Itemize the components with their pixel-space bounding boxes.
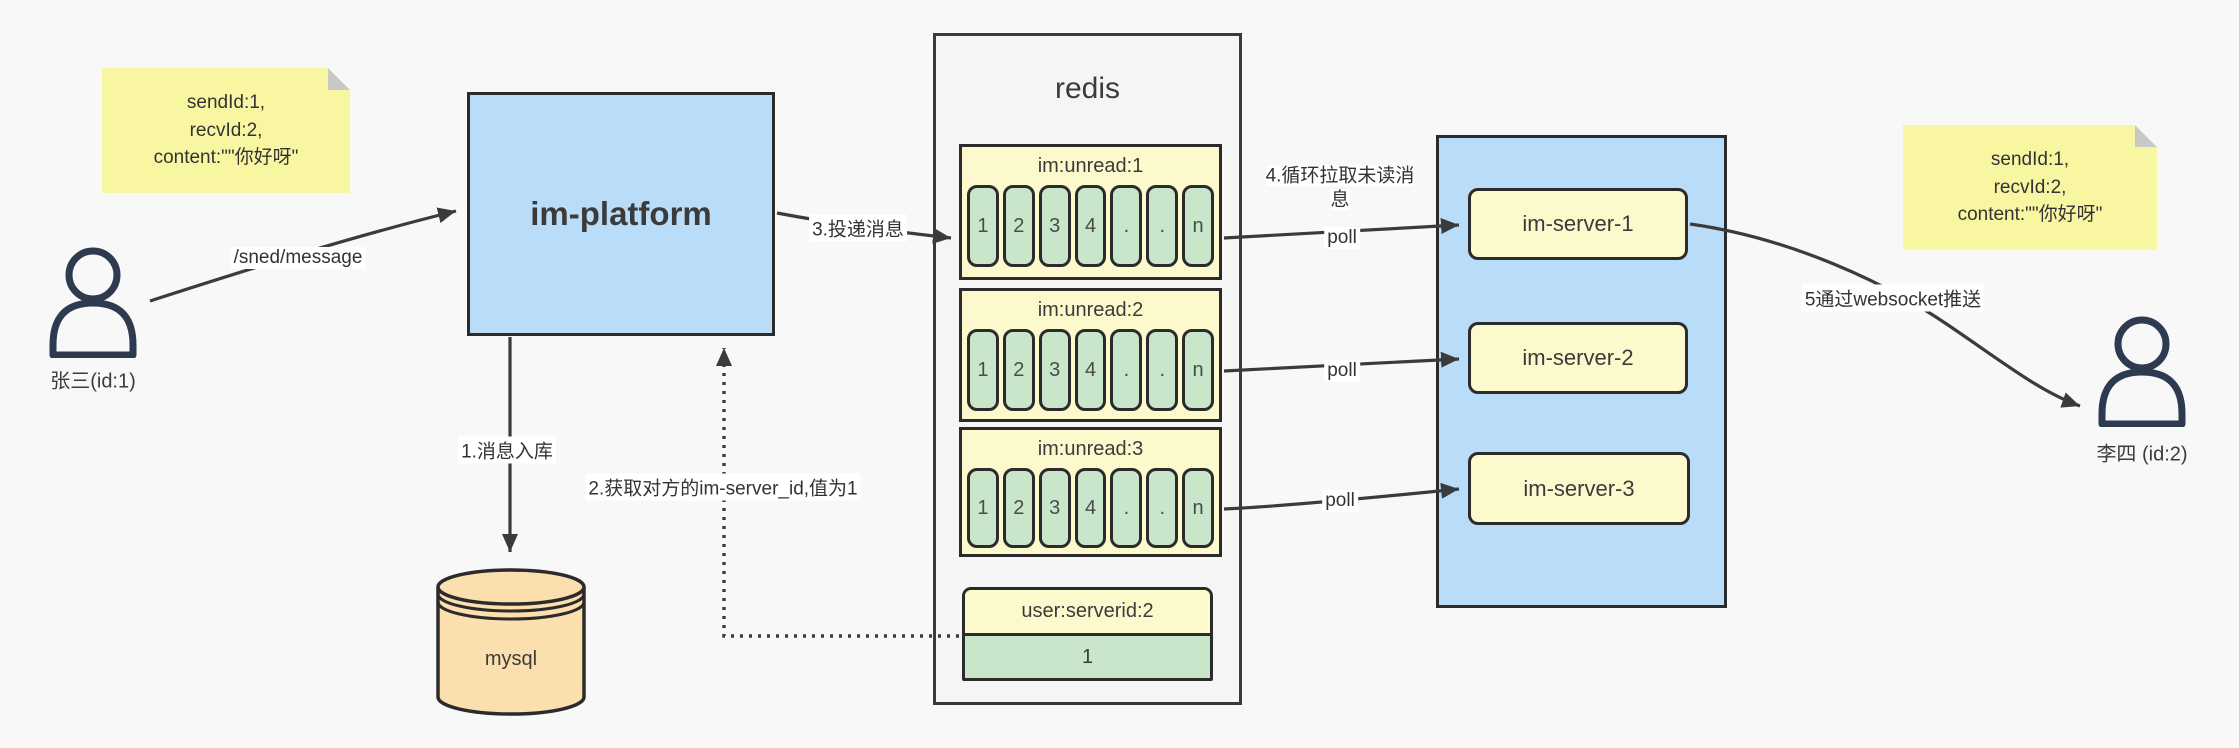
edge-label-poll-3: poll xyxy=(1322,490,1358,512)
im-platform-title: im-platform xyxy=(530,195,712,232)
queue-im-unread-3: im:unread:3 1 2 3 4 . . n xyxy=(959,427,1222,557)
queue-cell: 3 xyxy=(1038,185,1071,267)
queue-cell: 2 xyxy=(1002,185,1035,267)
note-fold-icon xyxy=(328,68,350,90)
edge-label-push: 5通过websocket推送 xyxy=(1801,284,1985,312)
database-cylinder-icon xyxy=(436,568,586,716)
queue-cell: 2 xyxy=(1002,329,1035,411)
edge-label-pull-loop: 4.循环拉取未读消息 xyxy=(1265,165,1415,210)
edge-label-lookup: 2.获取对方的im-server_id,值为1 xyxy=(585,473,861,501)
im-server-1-label: im-server-1 xyxy=(1522,211,1634,236)
sender-label: 张三(id:1) xyxy=(50,370,136,393)
im-server-1-node: im-server-1 xyxy=(1468,188,1688,260)
queue-cell: . xyxy=(1110,185,1143,267)
queue-cell: 1 xyxy=(967,185,999,267)
queue-cell: . xyxy=(1146,468,1179,548)
queue-title: im:unread:1 xyxy=(1037,154,1144,177)
queue-cell: n xyxy=(1182,185,1215,267)
queue-cell: . xyxy=(1110,329,1143,411)
queue-cell: 4 xyxy=(1074,468,1107,548)
queue-cell: . xyxy=(1110,468,1143,548)
edge-label-poll-2: poll xyxy=(1324,360,1360,382)
queue-cell: . xyxy=(1146,329,1179,411)
user-icon xyxy=(49,247,137,358)
edge-label-deliver: 3.投递消息 xyxy=(809,214,907,242)
queue-cell: 4 xyxy=(1074,185,1107,267)
queue-title: im:unread:2 xyxy=(1037,298,1144,321)
im-server-2-label: im-server-2 xyxy=(1522,345,1634,370)
note-fold-icon xyxy=(2135,125,2157,147)
note-line: recvId:2, xyxy=(1993,176,2067,198)
kv-value: 1 xyxy=(965,633,1210,678)
queue-cell: 3 xyxy=(1038,329,1071,411)
queue-cell: 2 xyxy=(1002,468,1035,548)
kv-title: user:serverid:2 xyxy=(965,590,1210,633)
im-server-2-node: im-server-2 xyxy=(1468,322,1688,394)
note-line: sendId:1, xyxy=(186,92,266,114)
note-line: sendId:1, xyxy=(1990,149,2070,171)
queue-cell: . xyxy=(1146,185,1179,267)
queue-cell: 1 xyxy=(967,329,999,411)
note-line: content:""你好呀" xyxy=(1957,204,2103,226)
user-icon xyxy=(2098,316,2186,427)
im-server-3-node: im-server-3 xyxy=(1468,452,1690,525)
queue-cell: 4 xyxy=(1074,329,1107,411)
edge-label-send: /sned/message xyxy=(230,247,366,269)
kv-user-serverid: user:serverid:2 1 xyxy=(962,587,1213,681)
queue-cell: n xyxy=(1182,329,1215,411)
queue-cell: n xyxy=(1182,468,1215,548)
queue-cell: 1 xyxy=(967,468,999,548)
edge-label-store: 1.消息入库 xyxy=(458,436,556,464)
queue-im-unread-2: im:unread:2 1 2 3 4 . . n xyxy=(959,288,1222,422)
im-platform-node: im-platform xyxy=(467,92,775,336)
queue-cells: 1 2 3 4 . . n xyxy=(962,468,1219,548)
redis-title: redis xyxy=(1054,72,1121,105)
receiver-label: 李四 (id:2) xyxy=(2096,443,2188,466)
queue-cells: 1 2 3 4 . . n xyxy=(962,329,1219,411)
mysql-label: mysql xyxy=(484,648,538,670)
note-line: recvId:2, xyxy=(189,119,263,141)
im-server-3-label: im-server-3 xyxy=(1523,475,1635,501)
edge-label-poll-1: poll xyxy=(1324,227,1360,249)
sticky-note-right: sendId:1, recvId:2, content:""你好呀" xyxy=(1903,125,2157,250)
queue-cells: 1 2 3 4 . . n xyxy=(962,185,1219,267)
queue-title: im:unread:3 xyxy=(1037,437,1144,460)
sticky-note-left: sendId:1, recvId:2, content:""你好呀" xyxy=(102,68,350,193)
queue-im-unread-1: im:unread:1 1 2 3 4 . . n xyxy=(959,144,1222,280)
queue-cell: 3 xyxy=(1038,468,1071,548)
note-line: content:""你好呀" xyxy=(153,147,299,169)
arrow-websocket-push xyxy=(1689,222,2081,408)
